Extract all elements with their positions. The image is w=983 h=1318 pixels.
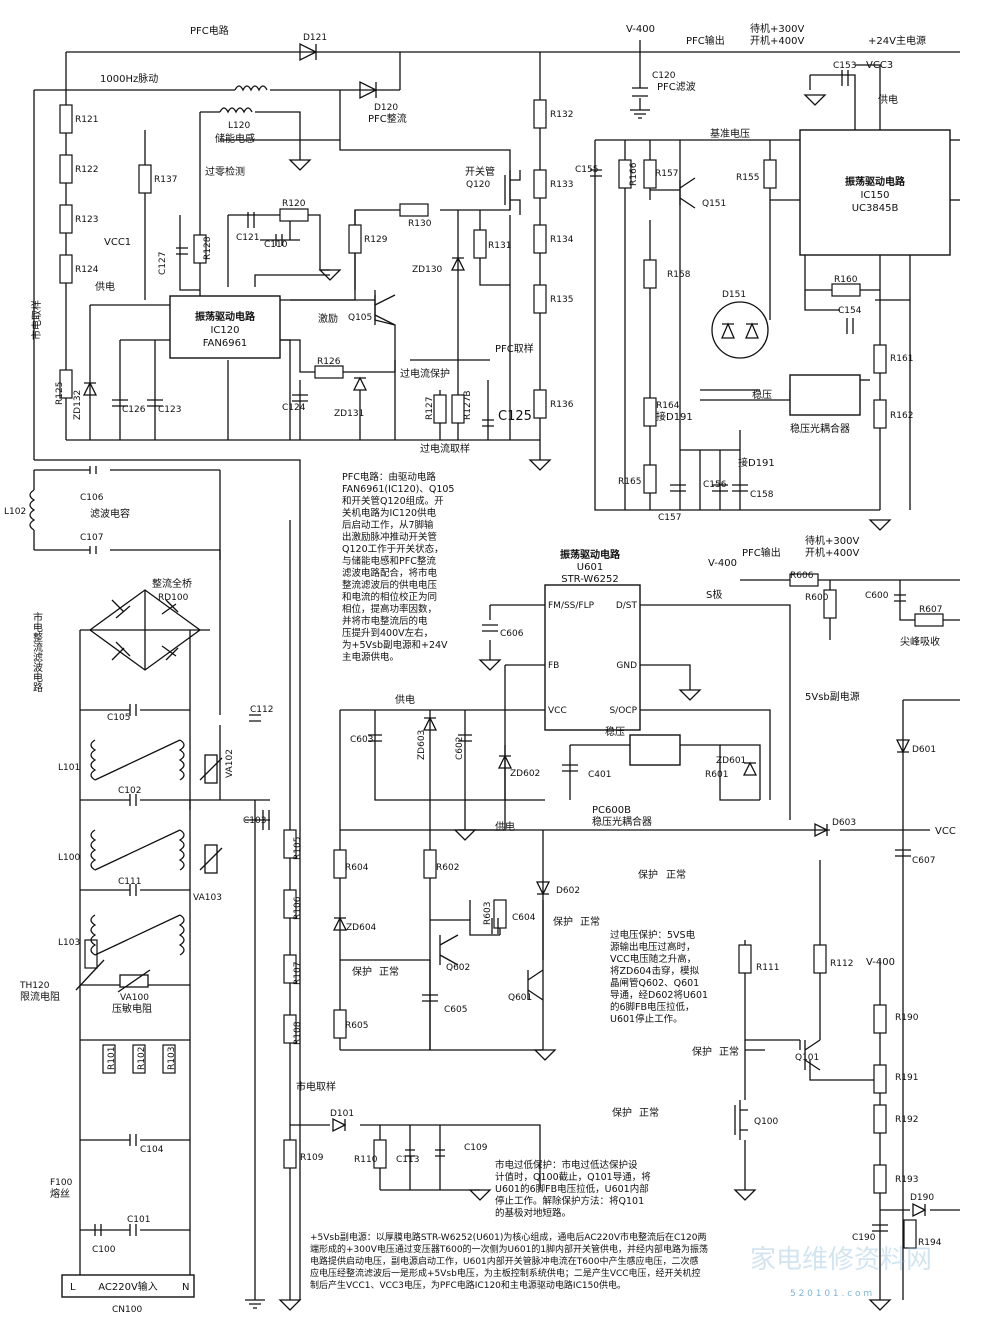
grounds (245, 94, 892, 1311)
optocouplers (629, 374, 861, 766)
u601-wires (339, 604, 960, 1300)
transistors (374, 170, 821, 1140)
capacitors (89, 70, 911, 1236)
resistors (59, 99, 944, 1249)
ic-boxes (61, 129, 951, 1298)
input-wires (33, 469, 541, 1300)
diodes (82, 42, 927, 1218)
inductors (29, 85, 268, 993)
